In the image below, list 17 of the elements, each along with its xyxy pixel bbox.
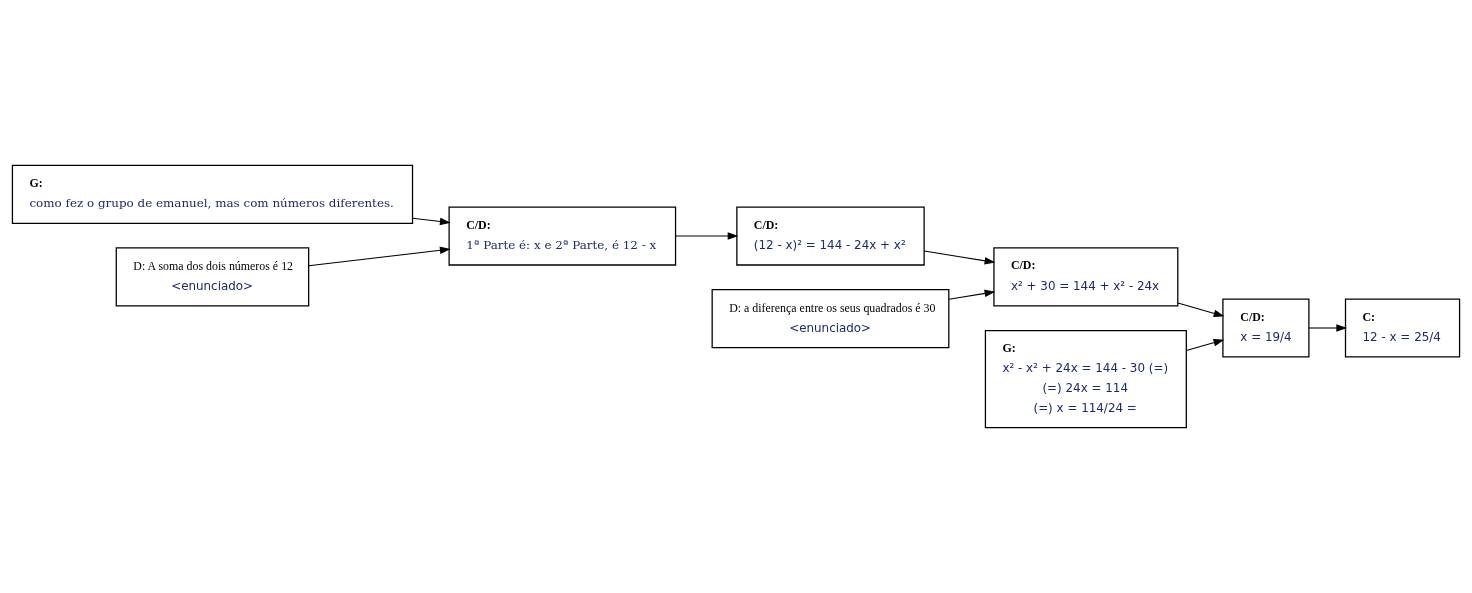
node-box: C/D: x = 19/4 xyxy=(1222,298,1310,358)
arrow xyxy=(1185,339,1225,352)
arrow xyxy=(923,250,996,265)
node-box: G: como fez o grupo de emanuel, mas com números diferentes. xyxy=(11,164,414,224)
arrow xyxy=(675,232,739,240)
node-box: C/D: (12 - x)² = 144 - 24x + x² xyxy=(736,206,925,266)
node-box: C/D: 1ª Parte é: x e 2ª Parte, é 12 - x xyxy=(448,206,677,266)
arrow xyxy=(1308,324,1348,332)
arrow xyxy=(948,289,996,300)
arrow xyxy=(412,217,451,226)
node-box: C/D: x² + 30 = 144 + x² - 24x xyxy=(993,247,1179,307)
node-box: D: a diferença entre os seus quadrados é 30 <enunciado> xyxy=(711,289,950,349)
arrow xyxy=(308,246,451,267)
node-box: D: A soma dos dois números é 12 <enunciado> xyxy=(115,247,310,307)
node-box: G: x² - x² + 24x = 144 - 30 (=) (=) 24x = 114 (=) x = 114/24 = xyxy=(984,329,1187,429)
node-box: C: 12 - x = 25/4 xyxy=(1344,298,1461,358)
arrow xyxy=(1177,302,1225,317)
